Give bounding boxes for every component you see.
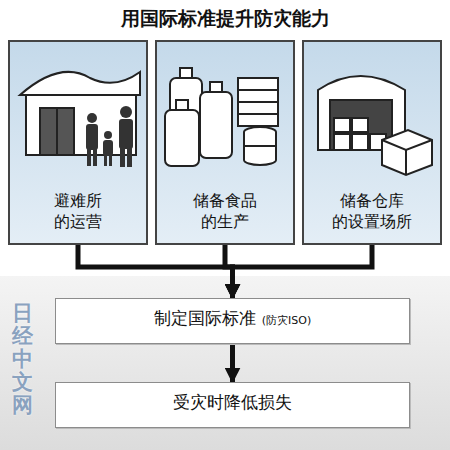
illustration-part (93, 148, 97, 166)
illustration-part (244, 145, 276, 147)
illustration-part (109, 155, 112, 166)
illustration-part (238, 90, 278, 102)
illustration-part (334, 118, 350, 132)
illustration-part (165, 110, 199, 166)
illustration-part (20, 72, 140, 95)
illustration-part (155, 40, 295, 245)
flow-arrow (230, 344, 235, 382)
illustration-part (238, 114, 278, 126)
illustration-part (104, 155, 107, 166)
process-box: 受灾时降低损失 (55, 382, 410, 428)
illustration-part (238, 78, 278, 90)
illustration-part (86, 106, 133, 167)
illustration-part (165, 68, 278, 166)
node-text: 受灾时降低损失 (173, 391, 292, 414)
illustration-part (382, 140, 432, 175)
illustration-part (352, 118, 368, 132)
watermark: 日经中文网 (12, 302, 33, 417)
illustration-part (200, 92, 232, 158)
illustration-part (318, 76, 432, 175)
illustration-part (104, 131, 112, 139)
node-text: 储备食品 的生产 (177, 191, 273, 233)
illustration-part (120, 106, 132, 118)
illustration-part (382, 130, 432, 175)
illustration-part (352, 134, 368, 150)
node-text: 避难所 的运营 (30, 191, 126, 233)
topic-panel: 避难所 的运营 (8, 40, 148, 245)
illustration-part (302, 40, 442, 245)
illustration-part (334, 134, 350, 150)
illustration-part (26, 95, 136, 155)
diagram-title: 用国际标准提升防灾能力 (0, 6, 450, 32)
illustration-part (210, 82, 222, 92)
illustration-part (244, 132, 276, 165)
topic-panel: 储备仓库 的设置场所 (302, 40, 442, 245)
illustration-part (0, 276, 450, 450)
illustration-part (238, 102, 278, 114)
illustration-part (40, 108, 74, 155)
illustration-part (120, 147, 125, 167)
illustration-part (119, 119, 133, 149)
flow-arrow (233, 245, 373, 298)
flow-arrow (78, 245, 233, 298)
process-box: 制定国际标准 (防灾ISO) (55, 298, 410, 344)
illustration-part (56, 108, 58, 155)
node-text: 储备仓库 的设置场所 (324, 191, 420, 233)
illustration-part (86, 124, 98, 150)
illustration-part (103, 140, 113, 156)
node-note: (防灾ISO) (262, 313, 311, 328)
topic-panel: 储备食品 的生产 (155, 40, 295, 245)
illustration-part (127, 147, 132, 167)
illustration-part (87, 113, 97, 123)
illustration-part (20, 72, 140, 155)
node-text: 制定国际标准 (154, 307, 256, 330)
illustration-part (87, 148, 91, 166)
illustration-part (176, 100, 188, 110)
illustration-part (180, 68, 192, 78)
illustration-part (8, 40, 148, 245)
